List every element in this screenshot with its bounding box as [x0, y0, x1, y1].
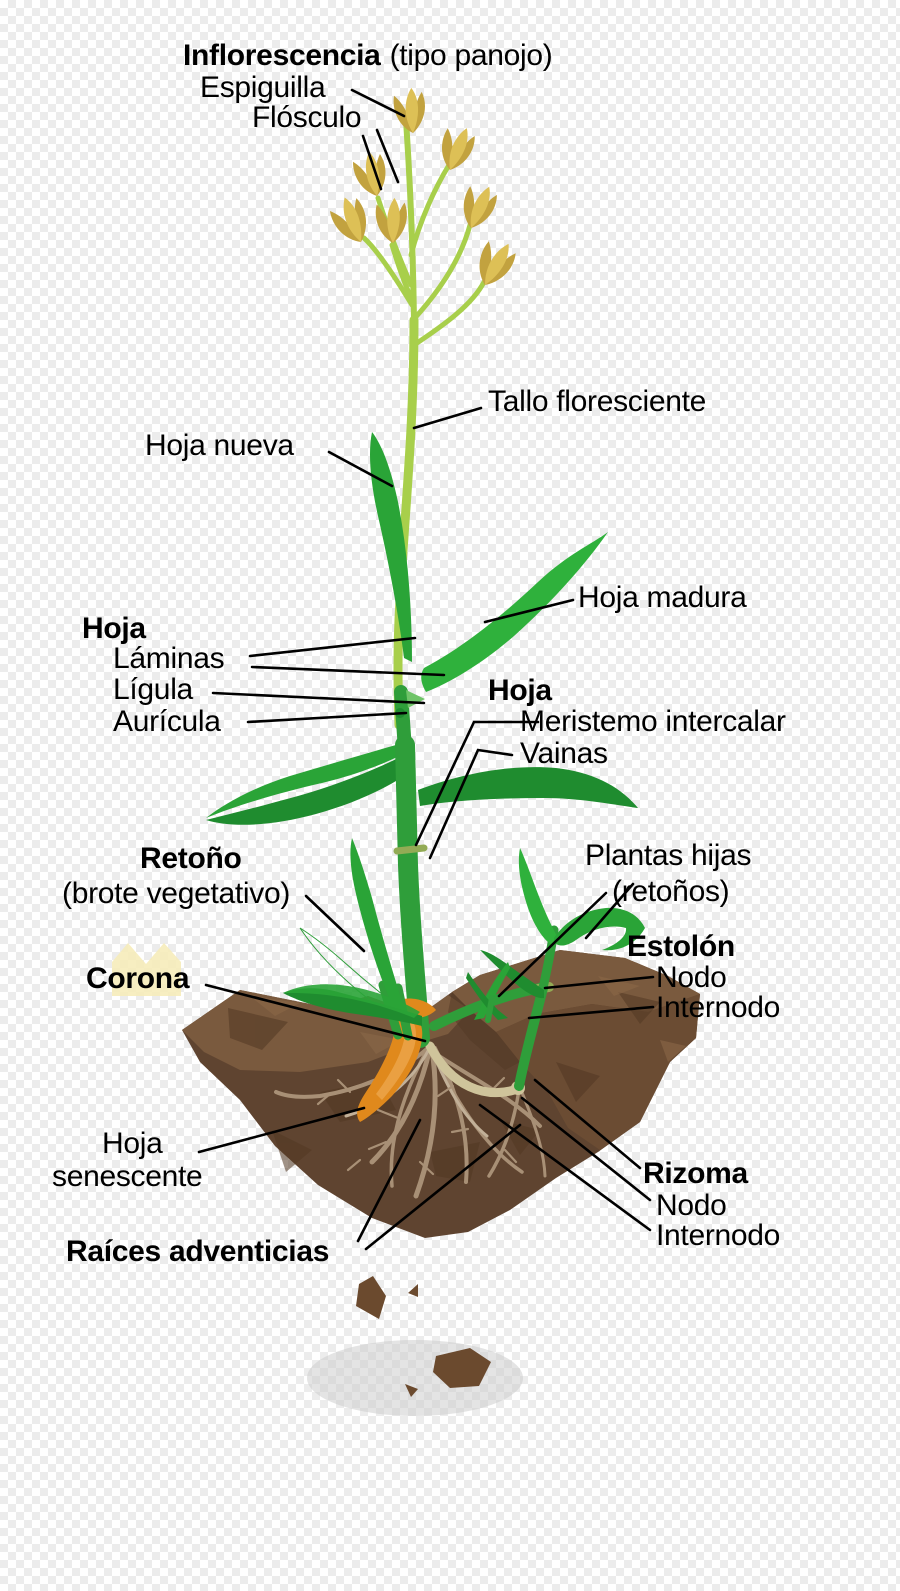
title-main: Inflorescencia — [183, 39, 381, 72]
base-blade-under — [283, 988, 422, 1026]
label-estolon-internodo: Internodo — [656, 991, 781, 1024]
right-lower-leaf — [418, 767, 638, 808]
label-espiguilla: Espiguilla — [200, 71, 326, 104]
soil-right-block — [496, 994, 700, 1150]
label-hoja-senescente-2: senescente — [52, 1160, 203, 1193]
label-hoja-madura: Hoja madura — [578, 581, 747, 614]
callout-raices-2 — [364, 1123, 522, 1251]
left-leaf-top — [206, 742, 410, 818]
label-tallo-floresciente: Tallo floresciente — [488, 385, 707, 418]
callout-corona — [204, 983, 427, 1043]
label-estolon-nodo: Nodo — [656, 961, 727, 994]
left-leaf-under — [206, 752, 412, 825]
label-hoja-senescente-1: Hoja — [102, 1127, 163, 1160]
label-hoja-nueva: Hoja nueva — [145, 429, 294, 462]
callout-plantas-hijas-1 — [497, 891, 608, 998]
daughter-plants — [429, 848, 645, 1091]
label-meristemo-intercalar: Meristemo intercalar — [520, 705, 786, 738]
label-laminas: Láminas — [113, 642, 225, 675]
dirt-crumbs — [356, 1276, 491, 1397]
ligule — [406, 690, 425, 708]
small-daughter-blade-2 — [466, 972, 508, 1020]
callout-espiguilla — [350, 88, 406, 118]
callout-vainas — [428, 748, 514, 860]
callout-laminas-2 — [250, 665, 446, 677]
callout-auricula — [246, 711, 408, 724]
crown-icon — [112, 943, 181, 996]
label-raices-adventicias: Raíces adventicias — [66, 1235, 330, 1268]
label-hoja-izquierda: Hoja — [82, 612, 146, 645]
callout-plantas-hijas-2 — [584, 882, 635, 940]
label-plantas-hijas-sub: (retoños) — [612, 875, 730, 908]
label-estolon: Estolón — [627, 930, 735, 963]
label-corona: Corona — [86, 962, 190, 995]
stolon-descending — [514, 983, 548, 1091]
ground-shadow — [307, 1340, 523, 1416]
title-sub: (tipo panojo) — [389, 39, 553, 72]
tiller-shoot — [283, 838, 422, 1041]
label-retono: Retoño — [140, 842, 242, 875]
label-vainas: Vainas — [520, 737, 608, 770]
callout-lines — [197, 88, 655, 1251]
callout-rizoma — [533, 1078, 642, 1170]
panicle-branches — [361, 162, 487, 348]
label-auricula: Aurícula — [113, 705, 221, 738]
callout-ligula — [211, 691, 426, 705]
spikelet — [392, 86, 428, 135]
small-daughter-blade-1 — [474, 962, 510, 1020]
label-hoja-derecha: Hoja — [488, 674, 552, 707]
tiller-blade-vertical — [350, 838, 404, 1014]
callout-retono — [304, 894, 366, 953]
callout-rizoma-nodo — [520, 1096, 652, 1202]
callout-laminas-1 — [248, 636, 417, 658]
label-rizoma-nodo: Nodo — [656, 1189, 727, 1222]
label-rizoma-internodo: Internodo — [656, 1219, 781, 1252]
daughter-hook-blade — [554, 907, 645, 951]
label-retono-sub: (brote vegetativo) — [62, 877, 291, 910]
root-branches — [316, 1076, 518, 1176]
label-plantas-hijas: Plantas hijas — [585, 839, 752, 872]
callout-hoja-madura — [483, 598, 575, 624]
shadow-ellipse — [307, 1340, 523, 1416]
label-ligula: Lígula — [113, 673, 193, 706]
label-rizoma: Rizoma — [643, 1157, 748, 1190]
callout-tallo — [412, 406, 483, 430]
callout-hoja-senescente — [197, 1106, 366, 1154]
callout-estolon-internodo — [527, 1005, 655, 1020]
callout-flosculo-2 — [375, 128, 400, 184]
intercalary-meristem-band — [393, 844, 428, 855]
base-blade-top — [283, 984, 420, 1018]
callout-raices-1 — [356, 1118, 422, 1243]
lower-stem — [395, 735, 430, 1048]
callout-flosculo-1 — [361, 134, 383, 191]
new-leaf — [370, 432, 412, 662]
daughter-tall-blade — [518, 848, 558, 946]
callout-estolon-nodo — [543, 975, 655, 990]
callout-rizoma-internodo — [478, 1103, 652, 1232]
diagram-title: Inflorescencia(tipo panojo) — [183, 39, 553, 72]
mature-leaf — [421, 532, 608, 692]
callout-meristemo — [414, 720, 540, 847]
daughter-left-blade — [480, 950, 544, 999]
label-flosculo: Flósculo — [252, 101, 362, 134]
callout-hoja-nueva — [327, 450, 394, 488]
small-daughter-stem — [485, 995, 495, 1023]
